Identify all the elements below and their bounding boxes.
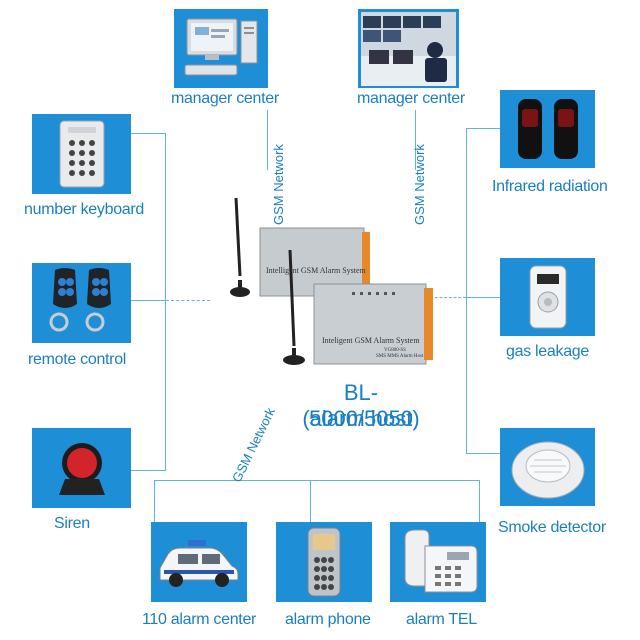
- alarm-tel-label: alarm TEL: [406, 611, 477, 628]
- alarm-host-unit-front: Inteligent GSM Alarm System VG800-SS SMS…: [268, 248, 436, 372]
- connector-top-left: [267, 110, 268, 170]
- alarm-host-front-subtitle: SMS MMS Alarm Host: [376, 354, 424, 359]
- alarm-host-front-text: Inteligent GSM Alarm System: [322, 336, 420, 345]
- alarm-center-110-tile: [151, 522, 247, 602]
- alarm-host-front-model: VG800-SS: [384, 348, 406, 353]
- number-keyboard-tile: [32, 114, 131, 194]
- alarm-host-model: BL-5000/5050: [309, 380, 413, 431]
- manager-center-pc-tile: [174, 9, 268, 88]
- connector-left-bottom: [131, 470, 166, 471]
- infrared-radiation-tile: [500, 90, 595, 168]
- connector-right-to-host: [430, 297, 466, 298]
- alarm-host-front-graphic: [283, 249, 433, 365]
- mobile-phone-icon: [307, 527, 341, 597]
- computer-icon: [184, 18, 258, 75]
- remote-control-label: remote control: [28, 351, 127, 368]
- connector-right-top: [466, 128, 500, 129]
- connector-left-top: [131, 133, 166, 134]
- alarm-host-role: (alarm host): [302, 406, 420, 431]
- alarm-tel-tile: [390, 522, 486, 602]
- gas-leakage-tile: [500, 258, 595, 336]
- infrared-sensor-icon: [517, 99, 578, 159]
- remote-control-tile: [32, 263, 131, 343]
- gsm-network-label-right: GSM Network: [412, 144, 427, 225]
- police-car-icon: [159, 540, 239, 587]
- gas-detector-icon: [529, 265, 566, 329]
- connector-bottom-horizontal: [154, 480, 480, 481]
- connector-left-to-host: [166, 300, 210, 301]
- smoke-detector-icon: [511, 441, 584, 499]
- infrared-radiation-label: Infrared radiation: [492, 178, 608, 195]
- manager-center-room-label: manager center: [357, 90, 465, 107]
- desk-telephone-icon: [404, 529, 478, 593]
- siren-label: Siren: [54, 515, 90, 532]
- connector-bottom-drop-1: [154, 480, 155, 522]
- connector-right-bottom: [466, 453, 500, 454]
- connector-bottom-drop-2: [310, 480, 311, 522]
- alarm-host-back-text: Intelligent GSM Alarm System: [266, 266, 366, 275]
- manager-center-pc-label: manager center: [171, 90, 279, 107]
- connector-left-mid: [131, 300, 166, 301]
- connector-top-right: [415, 110, 416, 170]
- connector-left-vertical: [165, 133, 166, 470]
- smoke-detector-tile: [500, 428, 595, 506]
- remote-control-icon: [49, 268, 111, 332]
- siren-icon: [58, 443, 105, 495]
- manager-center-room-tile: [358, 9, 459, 88]
- connector-right-mid: [466, 297, 500, 298]
- siren-tile: [32, 428, 131, 508]
- alarm-center-110-label: 110 alarm center: [142, 611, 257, 628]
- alarm-phone-label: alarm phone: [285, 611, 371, 628]
- alarm-phone-tile: [276, 522, 372, 602]
- smoke-detector-label: Smoke detector: [498, 519, 606, 536]
- connector-right-vertical: [466, 128, 467, 453]
- keypad-icon: [59, 120, 104, 188]
- gsm-network-label-bottom: GSM Network: [229, 405, 278, 485]
- number-keyboard-label: number keyboard: [24, 201, 145, 218]
- connector-bottom-drop-3: [479, 480, 480, 522]
- control-room-icon: [361, 11, 456, 86]
- gas-leakage-label: gas leakage: [506, 343, 589, 360]
